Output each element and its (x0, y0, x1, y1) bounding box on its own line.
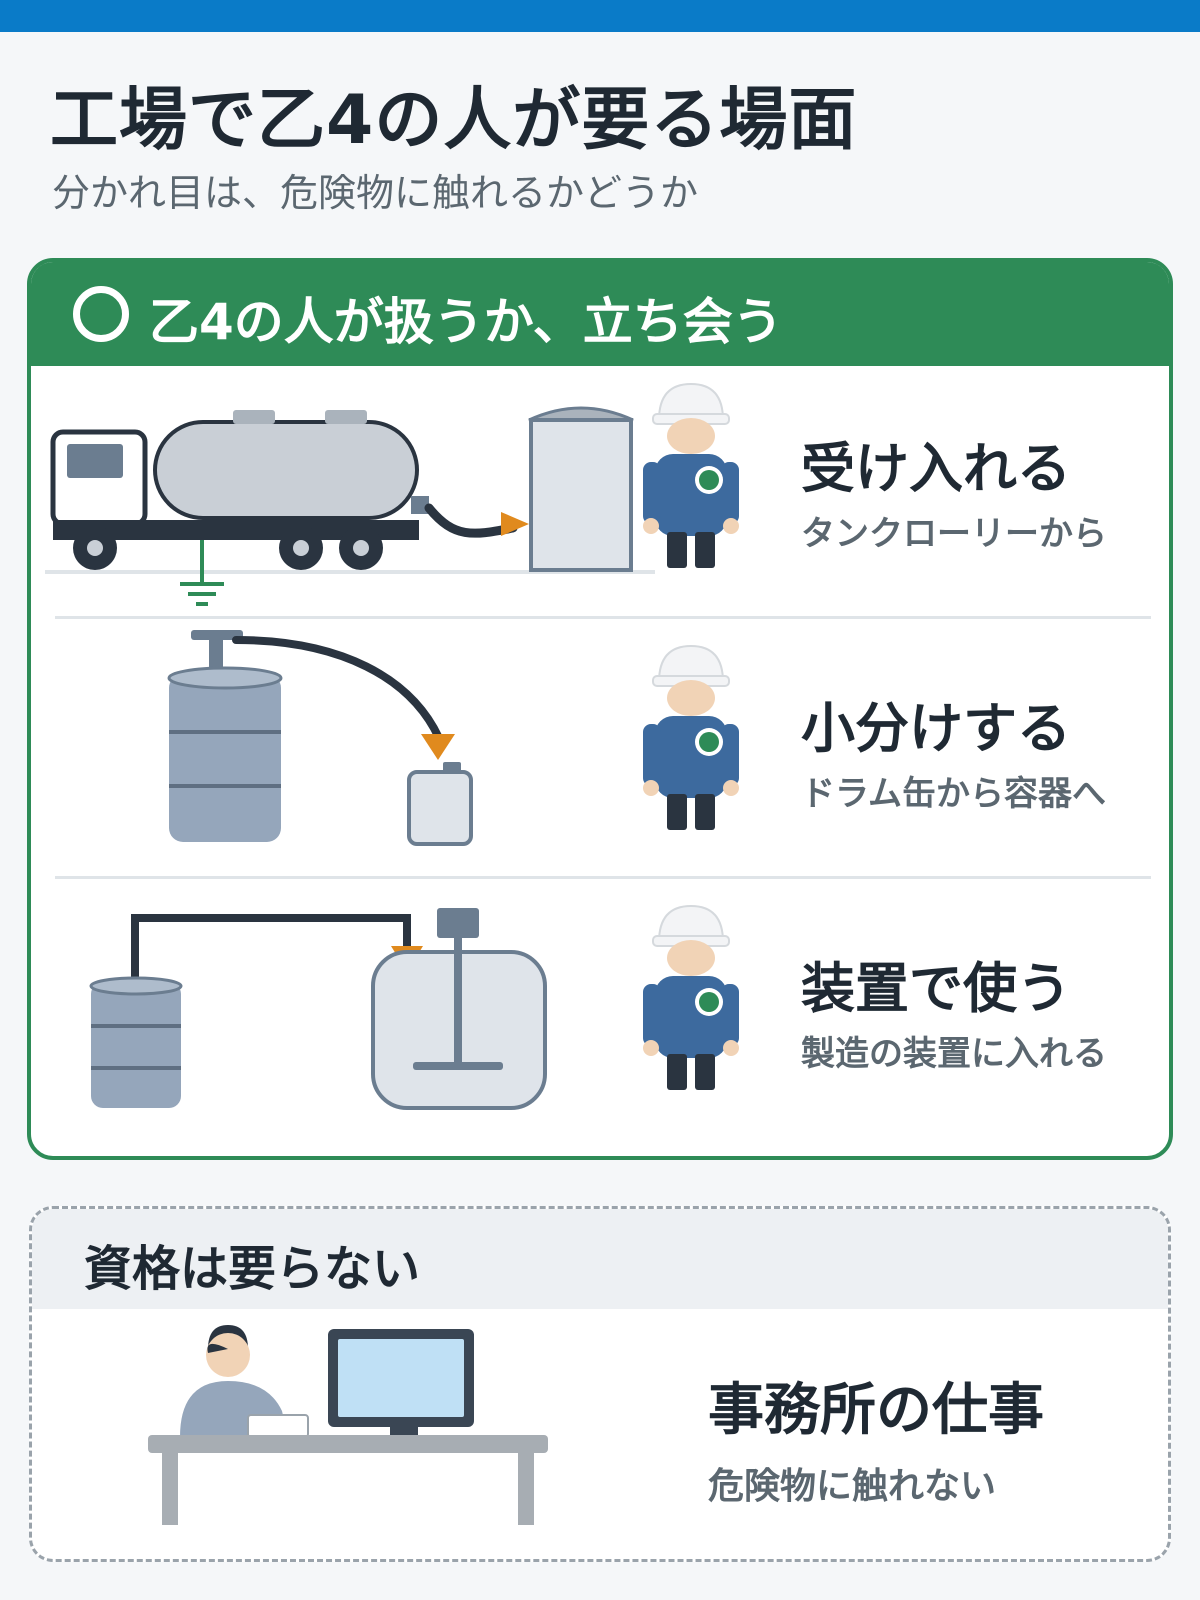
drum-dispensing-illustration (167, 630, 473, 846)
page-subtitle: 分かれ目は、危険物に触れるかどうか (52, 171, 699, 215)
tank-lorry-illustration (45, 406, 655, 606)
row-title-receive: 受け入れる (801, 437, 1071, 500)
circle-ok-icon (73, 286, 129, 342)
office-work-title: 事務所の仕事 (708, 1378, 1044, 1443)
page-title: 工場で乙4の人が要る場面 (50, 81, 858, 160)
not-required-panel-header: 資格は要らない (32, 1209, 1168, 1309)
worker-figure (643, 382, 739, 568)
not-required-panel: 資格は要らない 事務所の仕事 危険物に触れない (29, 1206, 1171, 1562)
row-subtitle-receive: タンクローリーから (801, 514, 1107, 554)
worker-figure (643, 644, 739, 830)
office-work-subtitle: 危険物に触れない (708, 1466, 997, 1507)
required-panel: 乙4の人が扱うか、立ち会う (27, 258, 1173, 1160)
row-divider (55, 616, 1151, 619)
worker-figure (643, 904, 739, 1090)
row-subtitle-dividing: ドラム缶から容器へ (801, 774, 1106, 814)
required-panel-header: 乙4の人が扱うか、立ち会う (31, 262, 1169, 366)
top-accent-bar (0, 0, 1200, 32)
row-title-dividing: 小分けする (801, 697, 1071, 760)
row-divider (55, 876, 1151, 879)
not-required-panel-heading: 資格は要らない (84, 1241, 421, 1297)
required-panel-heading: 乙4の人が扱うか、立ち会う (149, 293, 783, 351)
equipment-feed-illustration (89, 908, 547, 1110)
row-subtitle-equipment: 製造の装置に入れる (801, 1034, 1107, 1074)
office-worker-illustration (148, 1325, 548, 1525)
row-title-equipment: 装置で使う (801, 957, 1071, 1020)
